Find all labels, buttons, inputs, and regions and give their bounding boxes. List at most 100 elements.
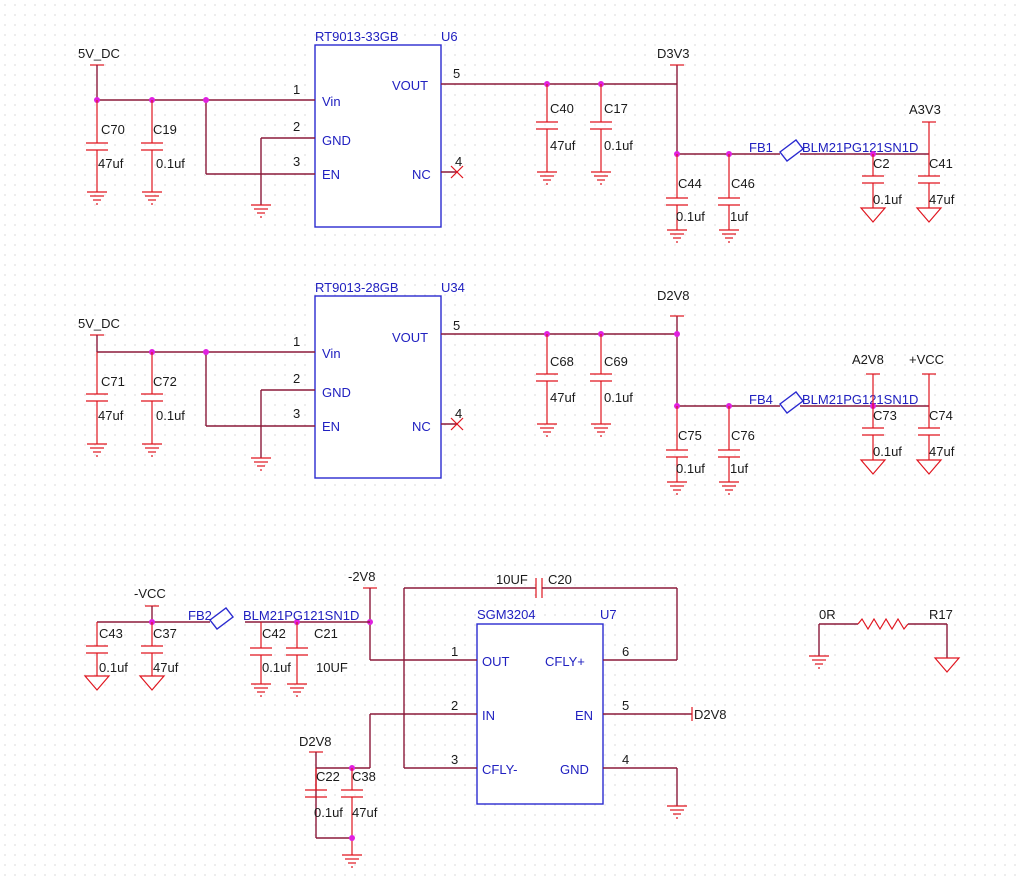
cap-c72-ref: C72 [153, 374, 177, 389]
pin-number: 3 [293, 154, 300, 169]
cap-c43-value: 0.1uf [99, 660, 128, 675]
net-5v-dc: 5V_DC [78, 316, 120, 331]
pin-gnd-label: GND [322, 133, 351, 148]
cap-c71-value: 47uf [98, 408, 124, 423]
pin-number: 1 [451, 644, 458, 659]
pin-gnd-label: GND [560, 762, 589, 777]
cap-c73-value: 0.1uf [873, 444, 902, 459]
cap-c68-value: 47uf [550, 390, 576, 405]
cap-c75-ref: C75 [678, 428, 702, 443]
cap-c40-ref: C40 [550, 101, 574, 116]
charge-pump-section: SGM3204 U7 OUT IN CFLY- CFLY+ EN GND 1 2… [84, 569, 727, 868]
resistor-r17[interactable]: 0R R17 [808, 607, 960, 673]
ic-u34-body[interactable] [314, 295, 442, 479]
pin-number: 5 [453, 318, 460, 333]
pin-en-label: EN [575, 708, 593, 723]
pin-vin-label: Vin [322, 94, 341, 109]
ic-u6-ref: U6 [441, 29, 458, 44]
cap-c2-ref: C2 [873, 156, 890, 171]
cap-c21-value: 10UF [316, 660, 348, 675]
ic-u34-part: RT9013-28GB [315, 280, 399, 295]
pin-number: 2 [293, 371, 300, 386]
pin-nc-label: NC [412, 419, 431, 434]
net-d2v8: D2V8 [657, 288, 690, 303]
ferrite-fb2-ref: FB2 [188, 608, 212, 623]
pin-vout-label: VOUT [392, 330, 428, 345]
pin-number: 4 [455, 406, 462, 421]
ferrite-bead-fb2[interactable] [209, 607, 234, 630]
ic-u6-part: RT9013-33GB [315, 29, 399, 44]
cap-c46-value: 1uf [730, 209, 748, 224]
cap-c70-ref: C70 [101, 122, 125, 137]
cap-c44-value: 0.1uf [676, 209, 705, 224]
cap-c44-ref: C44 [678, 176, 702, 191]
cap-c20-value: 10UF [496, 572, 528, 587]
cap-c71-ref: C71 [101, 374, 125, 389]
net-d2v8-in: D2V8 [299, 734, 332, 749]
cap-c21-ref: C21 [314, 626, 338, 641]
ic-u7-body[interactable] [476, 623, 604, 805]
cap-c38-ref: C38 [352, 769, 376, 784]
cap-c68-ref: C68 [550, 354, 574, 369]
pin-number: 3 [451, 752, 458, 767]
ic-u34-ref: U34 [441, 280, 465, 295]
cap-c41-value: 47uf [929, 192, 955, 207]
cap-c41-ref: C41 [929, 156, 953, 171]
cap-c37-ref: C37 [153, 626, 177, 641]
cap-c70-value: 47uf [98, 156, 124, 171]
pin-nc-label: NC [412, 167, 431, 182]
net-a3v3: A3V3 [909, 102, 941, 117]
pin-number: 6 [622, 644, 629, 659]
net-d3v3: D3V3 [657, 46, 690, 61]
cap-c19-ref: C19 [153, 122, 177, 137]
cap-c72-value: 0.1uf [156, 408, 185, 423]
pin-number: 4 [455, 154, 462, 169]
ic-u7-ref: U7 [600, 607, 617, 622]
cap-c2-value: 0.1uf [873, 192, 902, 207]
pin-number: 1 [293, 334, 300, 349]
pin-in-label: IN [482, 708, 495, 723]
cap-c19-value: 0.1uf [156, 156, 185, 171]
net-plus-vcc: +VCC [909, 352, 944, 367]
net-a2v8: A2V8 [852, 352, 884, 367]
pin-number: 4 [622, 752, 629, 767]
cap-c20-ref: C20 [548, 572, 572, 587]
pin-vin-label: Vin [322, 346, 341, 361]
ferrite-fb1-value: BLM21PG121SN1D [802, 140, 918, 155]
net-minus-2v8: -2V8 [348, 569, 375, 584]
ic-u7-part: SGM3204 [477, 607, 536, 622]
cap-c42-value: 0.1uf [262, 660, 291, 675]
ferrite-fb4-ref: FB4 [749, 392, 773, 407]
net-minus-vcc: -VCC [134, 586, 166, 601]
ferrite-bead-fb1[interactable] [779, 139, 804, 162]
cap-c43-ref: C43 [99, 626, 123, 641]
net-5v-dc: 5V_DC [78, 46, 120, 61]
ic-u6-body[interactable] [314, 44, 442, 228]
cap-c40-value: 47uf [550, 138, 576, 153]
cap-c76-value: 1uf [730, 461, 748, 476]
regulator-2v8-section: RT9013-28GB U34 Vin GND EN VOUT NC 1 2 3… [78, 280, 955, 495]
pin-number: 2 [451, 698, 458, 713]
resistor-ref: R17 [929, 607, 953, 622]
cap-c37-value: 47uf [153, 660, 179, 675]
cap-c46-ref: C46 [731, 176, 755, 191]
pin-number: 5 [453, 66, 460, 81]
pin-cflyp-label: CFLY+ [545, 654, 585, 669]
regulator-3v3-section: RT9013-33GB U6 Vin GND EN VOUT NC 1 2 3 … [78, 29, 955, 243]
pin-cflym-label: CFLY- [482, 762, 517, 777]
ferrite-fb1-ref: FB1 [749, 140, 773, 155]
ferrite-bead-fb4[interactable] [779, 391, 804, 414]
pin-out-label: OUT [482, 654, 510, 669]
pin-number: 3 [293, 406, 300, 421]
cap-c69-value: 0.1uf [604, 390, 633, 405]
cap-c42-ref: C42 [262, 626, 286, 641]
cap-c17-value: 0.1uf [604, 138, 633, 153]
pin-number: 1 [293, 82, 300, 97]
ferrite-fb2-value: BLM21PG121SN1D [243, 608, 359, 623]
pin-vout-label: VOUT [392, 78, 428, 93]
cap-c74-value: 47uf [929, 444, 955, 459]
pin-number: 5 [622, 698, 629, 713]
cap-c76-ref: C76 [731, 428, 755, 443]
cap-c17-ref: C17 [604, 101, 628, 116]
